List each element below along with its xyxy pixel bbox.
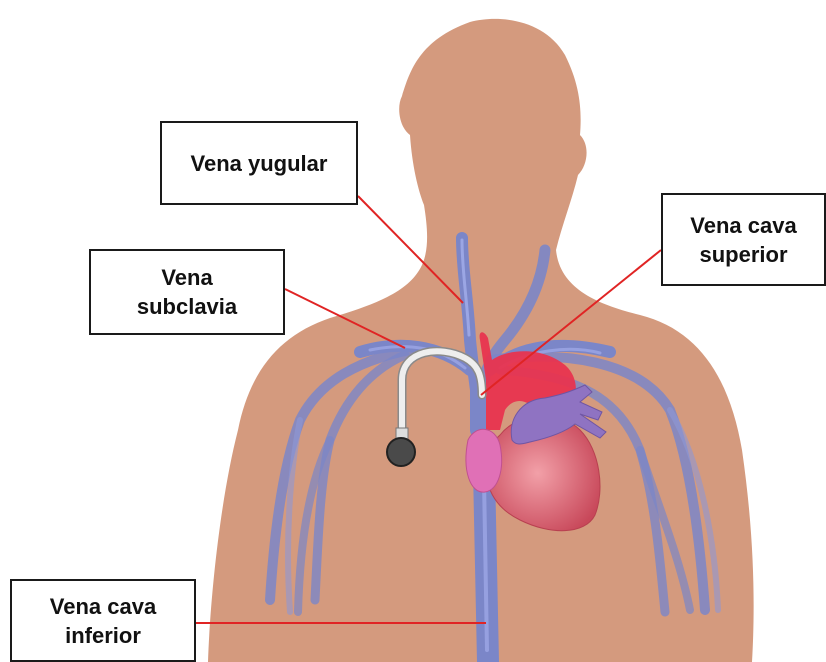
label-vena-subclavia: Vena subclavia: [89, 249, 285, 335]
implanted-port: [387, 438, 415, 466]
label-vena-cava-inferior: Vena cava inferior: [10, 579, 196, 662]
label-vena-cava-superior: Vena cava superior: [661, 193, 826, 286]
label-vena-yugular: Vena yugular: [160, 121, 358, 205]
right-atrium: [466, 429, 502, 492]
